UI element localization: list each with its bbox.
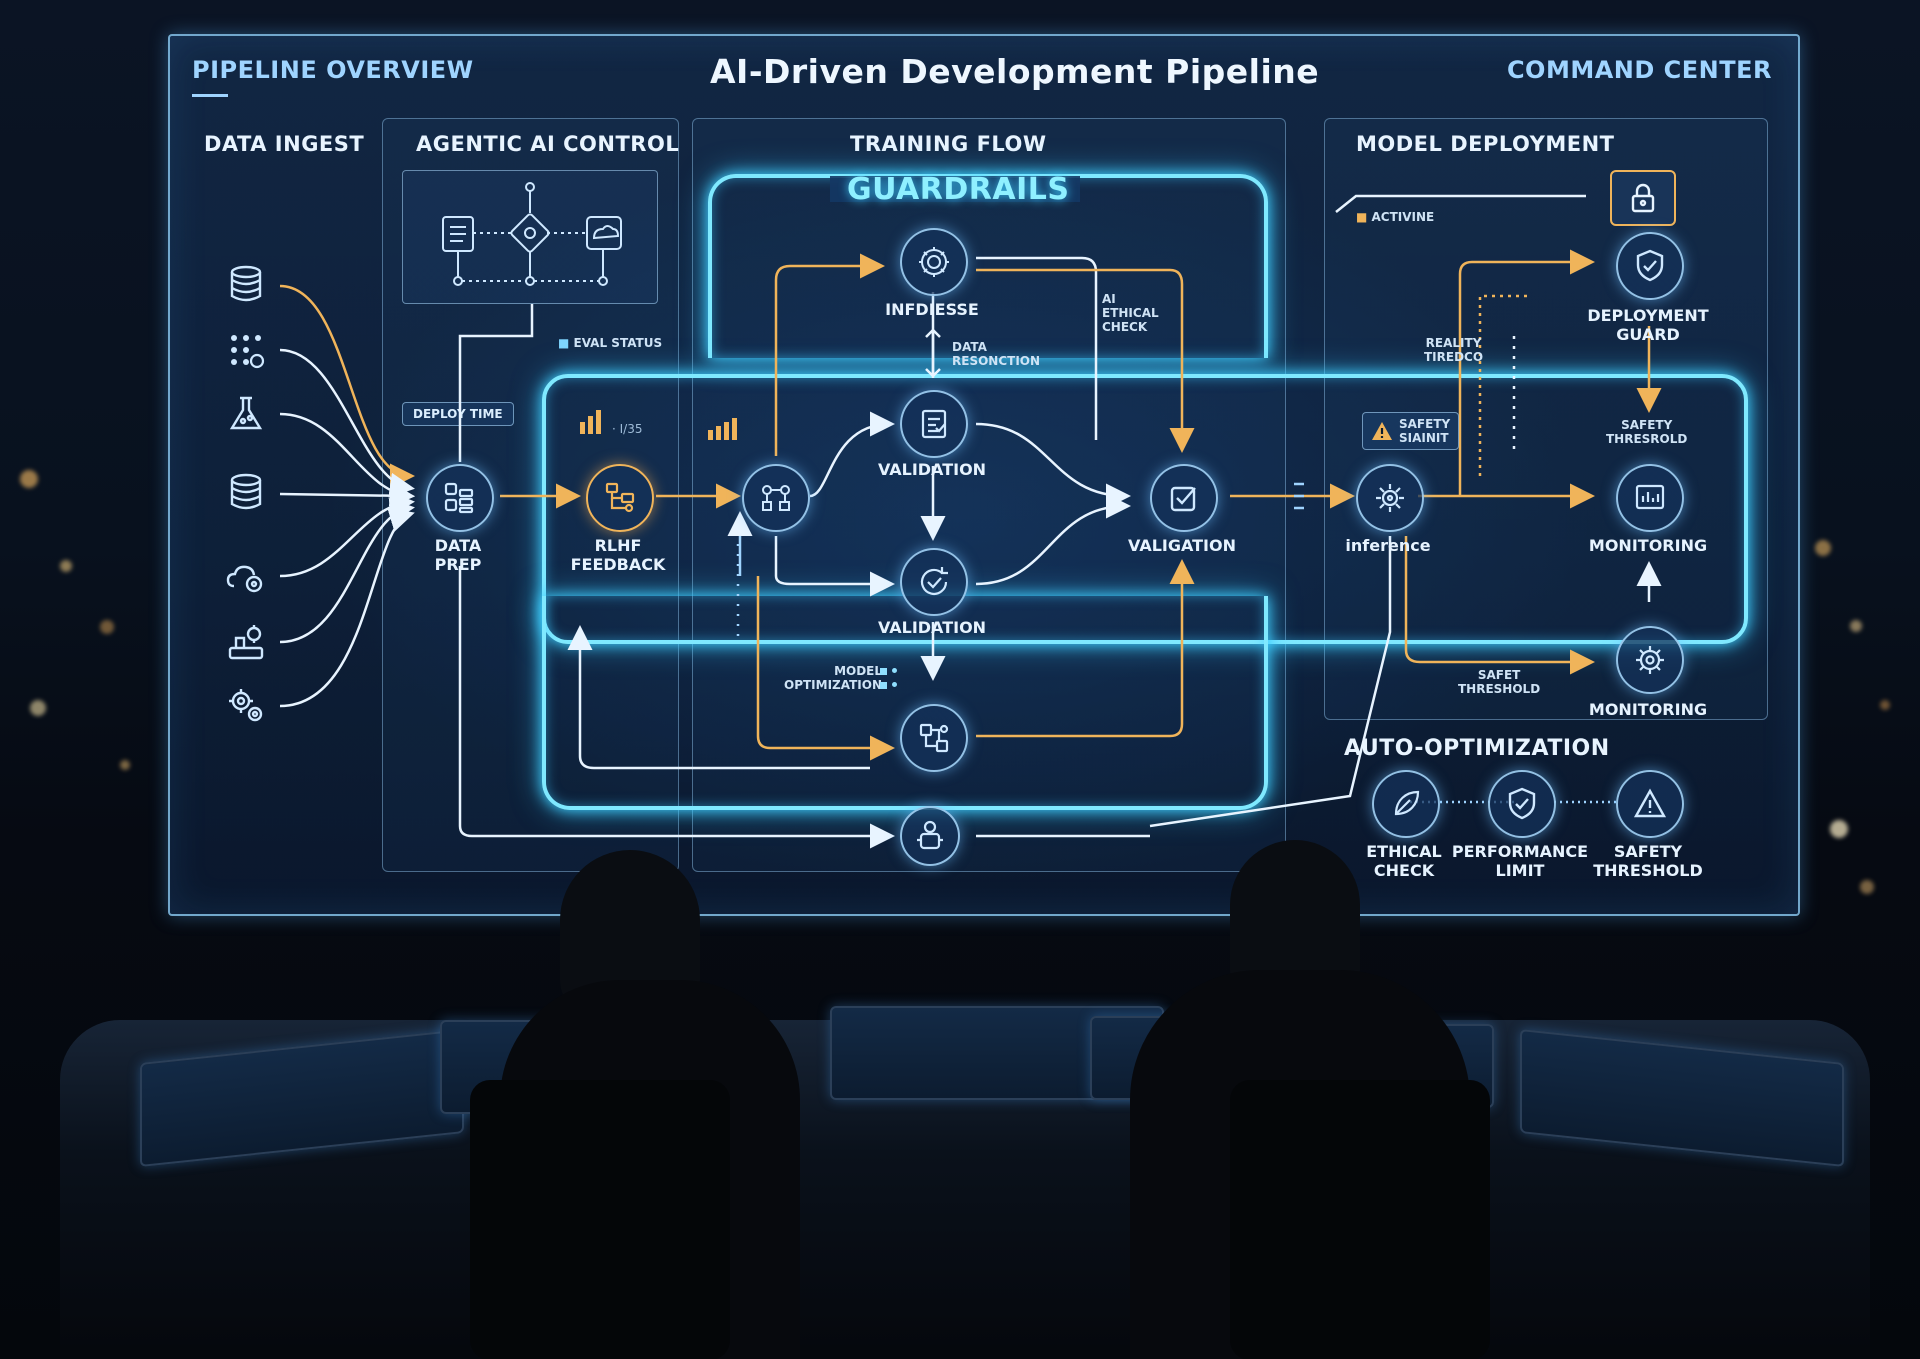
model-deployment-title: MODEL DEPLOYMENT	[1356, 132, 1615, 156]
grid-icon	[231, 335, 265, 369]
monitoring-bottom-label: MONITORING	[1588, 700, 1708, 719]
deploy-time-tag: DEPLOY TIME	[402, 402, 514, 426]
infdiesse-node[interactable]	[900, 228, 968, 296]
validation-bottom-label: VALIDATION	[877, 618, 987, 637]
gear-icon	[1636, 646, 1664, 674]
checklist-icon	[921, 409, 947, 439]
deployment-guard-label: DEPLOYMENT GUARD	[1587, 306, 1709, 344]
chart-monitor-icon	[1635, 484, 1665, 510]
auto-opt-safety-label: SAFETY THRESHOLD	[1593, 842, 1703, 880]
page-title: AI-Driven Development Pipeline	[710, 52, 1320, 91]
agentic-workflow-box	[402, 170, 658, 304]
neural-gear-icon	[1376, 484, 1404, 512]
monitoring-bottom-node[interactable]	[1616, 626, 1684, 694]
deployment-guard-node[interactable]	[1616, 232, 1684, 300]
command-center-title: COMMAND CENTER	[1506, 56, 1772, 84]
inference-label: inference	[1345, 536, 1431, 555]
data-prep-node[interactable]	[426, 464, 494, 532]
guardrails-track-main	[542, 374, 1748, 644]
monitoring-top-node[interactable]	[1616, 464, 1684, 532]
guardrails-label-bg	[830, 176, 1080, 202]
refresh-check-icon	[920, 567, 948, 595]
checkbox-icon	[1170, 486, 1196, 512]
flask-icon	[229, 396, 263, 430]
optimization-dots	[880, 666, 900, 696]
eval-status-label: ■ EVAL STATUS	[558, 336, 663, 350]
auto-optimization-title: AUTO-OPTIMIZATION	[1344, 736, 1610, 761]
gears-icon	[229, 689, 263, 722]
safety-constraint-tag: SAFETY SIAINIT	[1362, 412, 1460, 450]
reality-threshold-label: REALITY TIREDCO	[1424, 336, 1484, 364]
robot-icon	[917, 820, 943, 850]
validation-bottom-node[interactable]	[900, 548, 968, 616]
cloud-gear-icon	[226, 565, 263, 593]
circuit-icon	[919, 723, 949, 753]
database-icon	[230, 265, 262, 302]
active-line-label: ■ ACTIVINE	[1356, 210, 1435, 224]
pipeline-overview-title: PIPELINE OVERVIEW	[192, 56, 474, 84]
safety-threshold-top-label: SAFETY THRESROLD	[1606, 418, 1688, 446]
shield-check-icon	[1636, 249, 1664, 282]
monitoring-top-label: MONITORING	[1588, 536, 1708, 555]
flow-connections	[279, 194, 1662, 849]
auto-opt-performance-label: PERFORMANCE LIMIT	[1451, 842, 1589, 880]
network-icon	[762, 485, 790, 511]
lock-badge[interactable]	[1610, 170, 1676, 226]
model-optimization-label: MODEL OPTIMIZATION	[784, 664, 883, 692]
data-prep-icon	[444, 482, 474, 514]
validation-top-label: VALIDATION	[877, 460, 987, 479]
bar-chart-icon	[580, 410, 601, 434]
bidirectional-arrow-icon	[925, 328, 941, 378]
validation-top-node[interactable]	[900, 390, 968, 458]
validation-right-node[interactable]	[1150, 464, 1218, 532]
data-ingest-title: DATA INGEST	[204, 132, 365, 156]
model-optimization-node[interactable]	[900, 704, 968, 772]
control-console	[60, 990, 1870, 1350]
validation-right-label: VALIGATION	[1128, 536, 1236, 555]
rlhf-feedback-label: RLHF FEEDBACK	[570, 536, 666, 574]
auto-opt-performance-node[interactable]	[1488, 770, 1556, 838]
auto-opt-safety-node[interactable]	[1616, 770, 1684, 838]
title-underline	[192, 94, 228, 97]
guardrails-track-bottom	[542, 596, 1268, 810]
model-deployment-panel	[1324, 118, 1768, 720]
database-icon	[230, 473, 262, 510]
infdiesse-label: INFDIESSE	[885, 300, 979, 319]
data-prep-label: DATA PREP	[434, 536, 482, 574]
rlhf-feedback-node[interactable]	[586, 464, 654, 532]
agentic-control-title: AGENTIC AI CONTROL	[416, 132, 680, 156]
shield-check-icon	[1508, 787, 1536, 820]
leaf-icon	[1394, 790, 1420, 816]
lock-icon	[1631, 183, 1655, 213]
tool-icon	[228, 625, 264, 660]
data-reconciliation-label: DATA RESONCTION	[952, 340, 1041, 368]
warning-icon	[1633, 788, 1667, 818]
safe-threshold-label: SAFET THRESHOLD	[1458, 668, 1541, 696]
training-flow-title: TRAINING FLOW	[850, 132, 1047, 156]
training-hub-node[interactable]	[742, 464, 810, 532]
auto-opt-ethical-label: ETHICAL CHECK	[1366, 842, 1442, 880]
pipeline-display: PIPELINE OVERVIEW AI-Driven Development …	[168, 34, 1800, 916]
inference-node[interactable]	[1356, 464, 1424, 532]
auto-opt-ethical-node[interactable]	[1372, 770, 1440, 838]
warning-icon	[1372, 422, 1392, 440]
workflow-diagram-icon	[442, 182, 622, 286]
guardrails-label: GUARDRAILS	[847, 172, 1070, 207]
rlhf-icon	[605, 482, 635, 513]
bar-chart-icon	[708, 418, 737, 440]
brain-gear-icon	[919, 247, 949, 277]
ethical-check-label: AI ETHICAL CHECK	[1102, 292, 1159, 334]
agent-node[interactable]	[900, 806, 960, 866]
rlhf-metric: · I/35	[612, 422, 643, 436]
